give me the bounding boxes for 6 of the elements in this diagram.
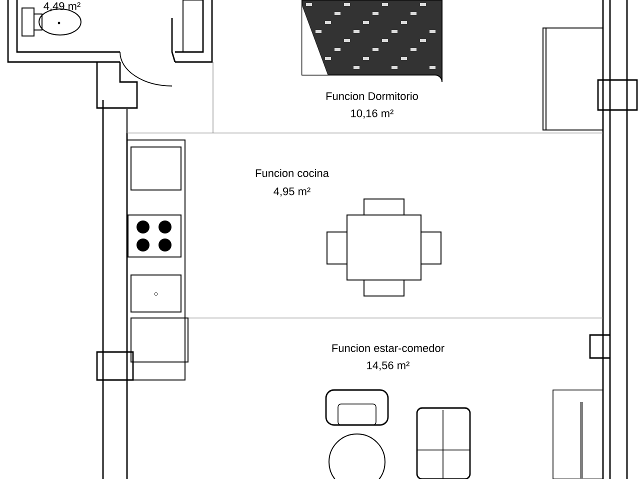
area-label: 14,56 m² [367,361,410,371]
area-label: Funcion Dormitorio [326,92,418,100]
area-label: Funcion cocina [256,168,329,178]
area-label: 10,16 m² [351,109,394,119]
area-label: Funcion estar-comedor [332,344,444,352]
area-label: 4,95 m² [274,187,310,197]
